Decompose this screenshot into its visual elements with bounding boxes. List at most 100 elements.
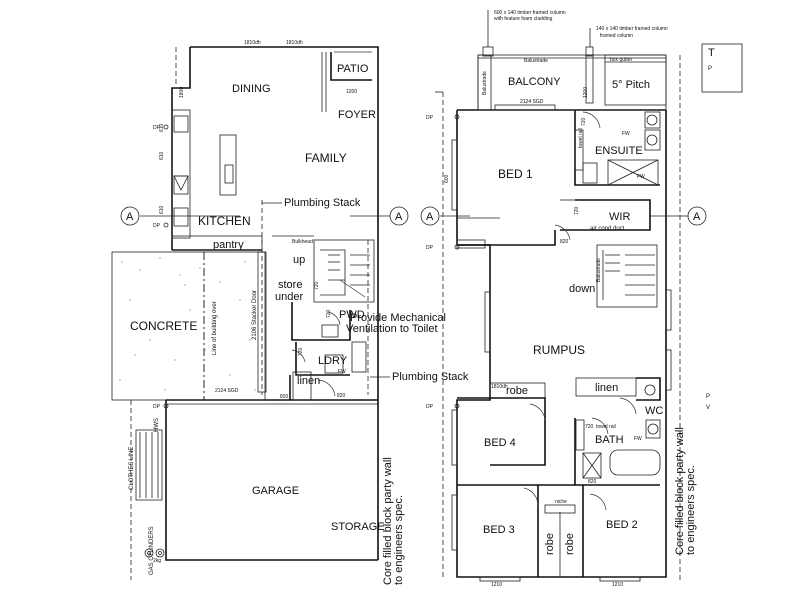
column-note-1: 600 x 140 timber framed column [494,10,566,16]
box-gutter-label: box gutter [610,57,633,63]
dim-820b-upper: 820 [588,479,597,485]
room-foyer: FOYER [338,109,376,121]
dim-door-820b: 820 [337,393,346,399]
dim-top-window-2: 1810dh [286,40,303,46]
upper-floor-plan [435,46,688,582]
dim-door-820: 820 [280,394,289,400]
room-pantry: pantry [213,239,244,251]
room-pitch: 5° Pitch [612,79,650,91]
dp-upper-2: DP [426,245,434,251]
dim-win-1800: 1800 [179,87,185,98]
ground-floor-labels: DINING PATIO FOYER FAMILY KITCHEN pantry… [129,40,469,585]
gas-cylinders-label: GAS CYLINDERS [149,526,155,575]
building-over-note: Line of building over [212,301,218,355]
party-wall-note-1: Core filled block party wall [382,457,394,585]
store-under-line1: store [278,279,302,291]
dim-720c-upper: 720 [585,424,594,430]
plumbing-stack-note-2: Plumbing Stack [392,371,469,383]
room-balcony: BALCONY [508,76,561,88]
column-note-2: 140 x 140 timber framed column [596,26,668,32]
ventilation-note-2: Ventilation to Toilet [346,323,438,335]
dim-600-upper: 600 [444,174,450,183]
concrete-slab [111,251,266,401]
dim-1210a-upper: 1210 [491,582,502,588]
party-wall-upper-2: to engineers spec. [685,465,697,555]
section-marker-upper-right: A [687,206,707,226]
dim-win-610c: 610 [159,205,165,214]
svg-text:A: A [126,211,134,223]
store-under-line2: under [275,291,303,303]
room-concrete: CONCRETE [130,319,197,333]
dp-label-3: DP [153,404,161,410]
room-linen: linen [297,375,320,387]
towel-rail-label-1: towel rail [578,128,584,148]
fw-label-2: FW [634,436,642,442]
room-garage: GARAGE [252,485,299,497]
gas-size-label: 2kg [153,558,161,564]
stacker-door-note: 2106 Stacker Door [252,290,258,340]
fw-label-1: FW [622,131,630,137]
section-marker-upper-left: A [420,206,440,226]
balustrade-label-1: Balustrade [524,58,548,64]
svg-text:A: A [426,211,434,223]
dim-door-720c: 720 [314,281,320,290]
room-kitchen: KITCHEN [198,214,251,228]
dim-sgd-upper: 2124 SGD [520,99,544,105]
dp-upper-1: DP [426,115,434,121]
bulkhead-label: Bulkhead [292,239,313,245]
room-bed1: BED 1 [498,167,533,181]
column-note-1b: with feature foam cladding [494,16,553,22]
dp-upper-3: DP [426,404,434,410]
stair-up-label: up [293,254,305,266]
edge-letter-p2: P [706,394,710,400]
room-storage: STORAGE [331,521,385,533]
party-wall-upper-1: Core filled block party wall [674,427,686,555]
dim-820a-upper: 820 [560,239,569,245]
edge-letter-v: V [706,405,710,411]
plumbing-stack-note-1: Plumbing Stack [284,197,361,209]
room-linen-upper: linen [595,382,618,394]
balustrade-label-3: Balustrade [596,258,602,282]
dim-1200-upper: 1200 [583,87,589,98]
dim-720b-upper: 720 [574,206,580,215]
niche-label: niche [555,499,567,505]
party-wall-note-2: to engineers spec. [393,495,405,585]
section-marker-ground-right: A [389,206,409,226]
dim-win-610b: 610 [159,151,165,160]
upper-floor-labels: BALCONY 5° Pitch BED 1 ENSUITE WIR RUMPU… [338,10,743,588]
room-bed2: BED 2 [606,519,638,531]
fw-label-ground: FW [338,369,346,375]
balustrade-label-2: Balustrade [482,71,488,95]
fw-label-3: FW [637,174,645,180]
column-note-3: framed column [600,33,633,39]
room-rumpus: RUMPUS [533,343,585,357]
concrete-speckle [119,257,256,391]
edge-letter-p1: P [708,66,712,72]
room-ldry: LDRY [318,355,348,367]
dim-1810-upper: 1810dh [491,384,508,390]
aircon-duct-label: air cond duct [590,226,625,232]
room-robe-3: robe [564,533,576,555]
dim-win-610a: 610 [159,123,165,132]
stair-down-label: down [569,283,595,295]
dim-1210b-upper: 1210 [612,582,623,588]
room-ensuite: ENSUITE [595,145,643,157]
towel-rail-label-2: towel rail [596,424,616,430]
room-wir: WIR [609,211,630,223]
ventilation-note-1: Provide Mechanical [350,312,446,324]
room-family: FAMILY [305,151,347,165]
dp-label-2: DP [153,223,161,229]
dim-patio-opening: 1200 [346,89,357,95]
dp-label-1: DP [153,125,161,131]
ground-floor-plan [111,46,390,580]
room-dining: DINING [232,83,271,95]
hws-label: HWS [154,418,160,432]
dim-top-window-1: 1810dh [244,40,261,46]
room-bed3: BED 3 [483,524,515,536]
room-robe-1: robe [506,385,528,397]
room-pwd: PWD [339,309,365,321]
dim-door-720a: 720 [326,309,332,318]
svg-text:A: A [395,211,403,223]
room-bed4: BED 4 [484,437,516,449]
